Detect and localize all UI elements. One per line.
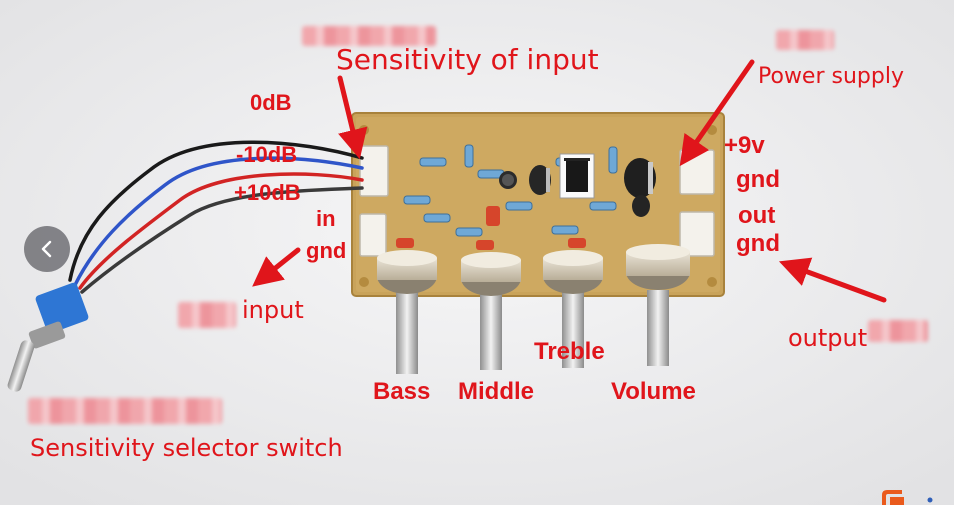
- blurred-text: [302, 26, 436, 46]
- label-sensitivity-selector-switch: Sensitivity selector switch: [30, 434, 343, 462]
- potentiometers: [377, 244, 690, 374]
- blurred-text: [776, 30, 834, 50]
- label-gnd-input: gnd: [306, 238, 347, 263]
- label-bass: Bass: [373, 378, 431, 405]
- switch-wires: [68, 140, 364, 294]
- label-0db: 0dB: [250, 90, 292, 115]
- label-minus-10db: -10dB: [236, 142, 298, 167]
- label-gnd-power: gnd: [736, 166, 780, 193]
- toggle-switch: [7, 282, 89, 392]
- blurred-text: [28, 398, 222, 424]
- label-plus-9v: +9v: [724, 132, 765, 159]
- capacitors: [396, 158, 656, 250]
- label-power-supply: Power supply: [758, 64, 904, 89]
- label-in: in: [316, 206, 336, 231]
- label-plus-10db: +10dB: [234, 180, 301, 205]
- logo-fragment: [882, 490, 933, 505]
- label-middle: Middle: [458, 378, 534, 405]
- blurred-text: [178, 302, 236, 328]
- label-volume: Volume: [611, 378, 696, 405]
- label-gnd-output: gnd: [736, 230, 780, 257]
- label-sensitivity-of-input: Sensitivity of input: [336, 43, 599, 76]
- label-out: out: [738, 202, 776, 229]
- ic-chip: [559, 153, 595, 199]
- carousel-prev-button[interactable]: [24, 226, 70, 272]
- blurred-text: [868, 320, 928, 342]
- label-treble: Treble: [534, 338, 605, 365]
- chevron-left-icon: [41, 240, 52, 258]
- label-input: input: [242, 296, 304, 324]
- annotation-arrows: [252, 59, 887, 303]
- label-output: output: [788, 324, 868, 352]
